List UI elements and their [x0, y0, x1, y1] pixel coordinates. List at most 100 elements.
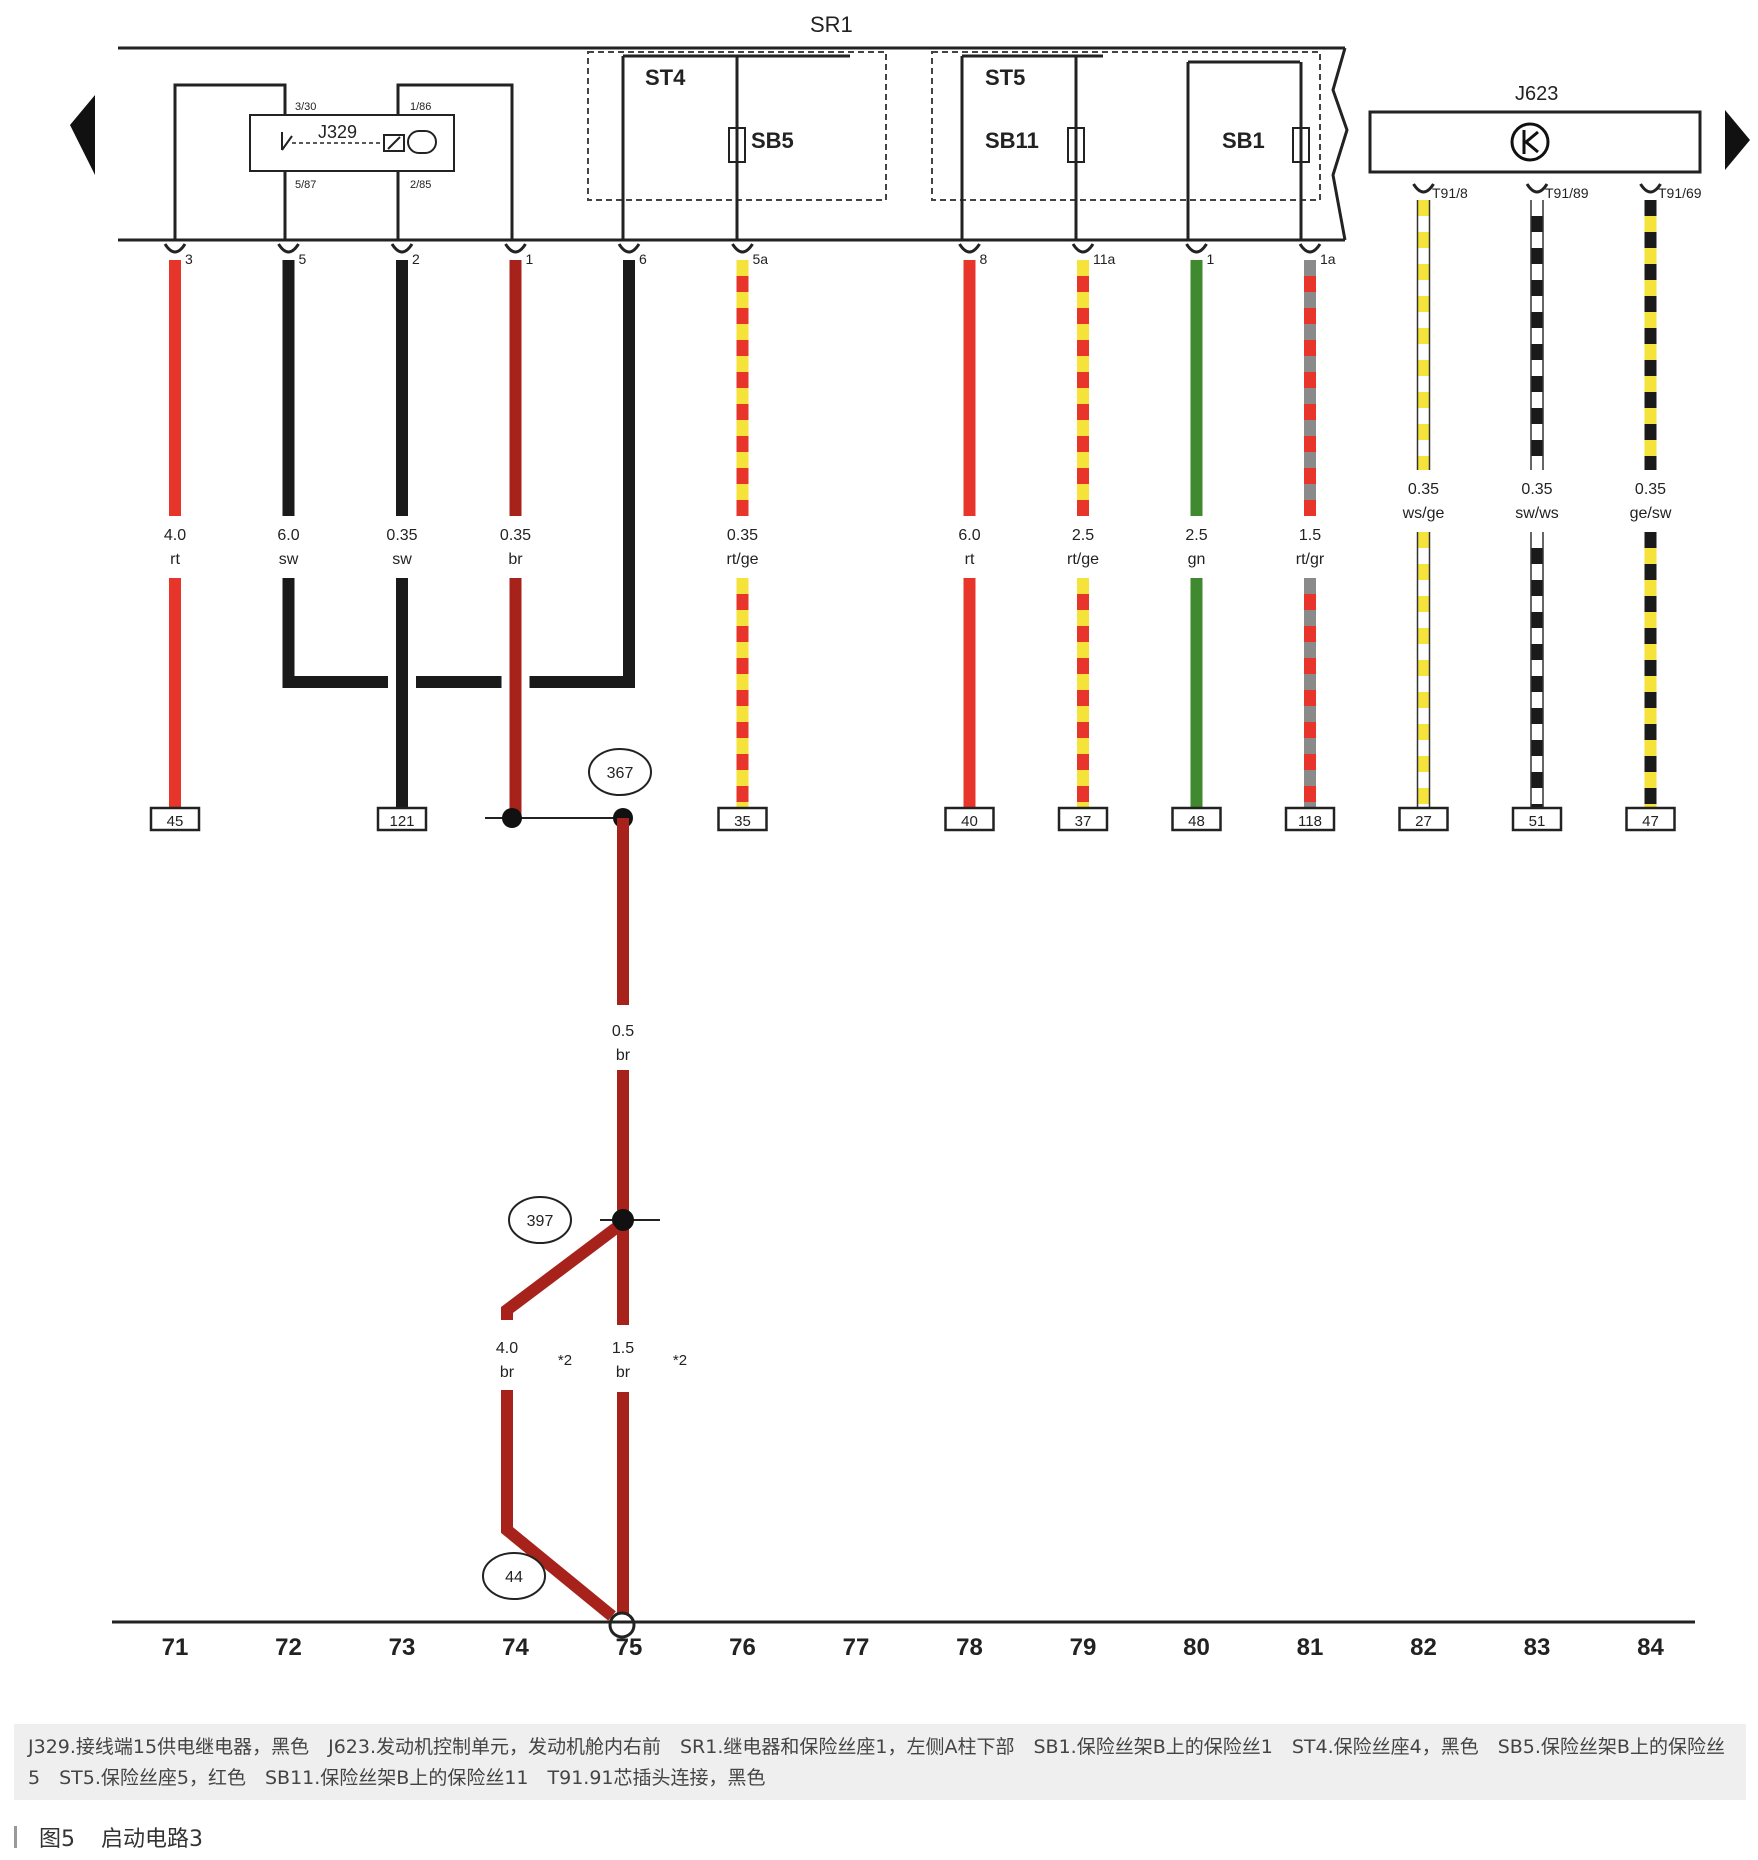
wire-gauge: 0.5 — [612, 1023, 634, 1040]
connector-box — [1057, 806, 1109, 832]
wire-color-code: rt/ge — [726, 551, 758, 568]
wire-color-code: sw — [279, 551, 299, 568]
pin-terminal — [277, 243, 300, 254]
arrow-right-icon — [1725, 110, 1750, 170]
pin-terminal — [1071, 243, 1095, 254]
sr1-label: SR1 — [810, 12, 853, 37]
relay-pin-85: 2/85 — [410, 179, 431, 191]
ecu-j623: J623 T91/8 T91/89 T91/69 — [1368, 83, 1702, 201]
pin-terminal — [731, 243, 754, 254]
connector-number: 51 — [1529, 813, 1546, 830]
pin-label: 1 — [1207, 251, 1215, 267]
column-number: 71 — [162, 1634, 189, 1661]
junction-44 — [482, 1552, 546, 1600]
st4-label: ST4 — [645, 65, 686, 90]
ecu-symbol-icon — [1510, 122, 1550, 162]
arrow-left-icon — [70, 95, 95, 175]
ecu-pin-83: T91/89 — [1545, 185, 1589, 201]
connector-box — [1284, 806, 1336, 832]
pin-label: 1 — [526, 251, 534, 267]
column-number: 77 — [843, 1634, 870, 1661]
column-number: 72 — [275, 1634, 302, 1661]
connector-number: 121 — [389, 813, 414, 830]
column-number: 79 — [1070, 1634, 1097, 1661]
column-number: 75 — [616, 1634, 643, 1661]
wire-color-code: br — [616, 1047, 631, 1064]
wire-color-code: sw — [392, 551, 412, 568]
column-number: 74 — [502, 1634, 529, 1661]
connector-box — [1625, 806, 1676, 832]
splice-point — [612, 1209, 634, 1231]
j329-label: J329 — [318, 122, 357, 142]
junction-397 — [508, 1196, 572, 1244]
wire-gauge: 0.35 — [1408, 481, 1439, 498]
column-number: 73 — [389, 1634, 416, 1661]
pin-terminal — [504, 243, 527, 254]
j623-label: J623 — [1515, 83, 1558, 105]
column-number: 84 — [1637, 1634, 1664, 1661]
connector-number: 27 — [1415, 813, 1432, 830]
connector-box — [717, 806, 768, 832]
figure-caption: J329.接线端15供电继电器，黑色 J623.发动机控制单元，发动机舱内右前 … — [14, 1724, 1746, 1800]
wire-note: *2 — [558, 1352, 572, 1369]
junction-367 — [588, 748, 652, 796]
pin-terminal — [1298, 243, 1322, 254]
pin-label: 5a — [753, 251, 769, 267]
connector-number: 48 — [1188, 813, 1205, 830]
wire-color-code: rt/gr — [1296, 551, 1325, 568]
wire-color-code: br — [508, 551, 523, 568]
wire-gauge: 0.35 — [500, 527, 531, 544]
wire-color-code: sw/ws — [1515, 505, 1559, 522]
pin-label: 6 — [639, 251, 647, 267]
junction-397-label: 397 — [527, 1213, 554, 1230]
sb1-label: SB1 — [1222, 128, 1265, 153]
pin-terminal — [617, 243, 641, 254]
wire-gauge: 6.0 — [958, 527, 980, 544]
wire-gauge: 0.35 — [727, 527, 758, 544]
column-number: 78 — [956, 1634, 983, 1661]
wire-gauge: 2.5 — [1185, 527, 1207, 544]
connector-box — [1511, 806, 1563, 832]
pin-label: 5 — [299, 251, 307, 267]
wire-color-code: rt — [170, 551, 180, 568]
figure-title: 图5 启动电路3 — [14, 1820, 203, 1854]
relay-pin-87: 5/87 — [295, 179, 316, 191]
pin-terminal — [163, 243, 187, 254]
relay-pin-86: 1/86 — [410, 101, 431, 113]
connector-number: 47 — [1642, 813, 1659, 830]
relay-j329 — [249, 114, 455, 172]
st5-label: ST5 — [985, 65, 1025, 90]
connector-box — [1398, 806, 1449, 832]
wire-gauge: 1.5 — [1299, 527, 1321, 544]
column-number: 82 — [1410, 1634, 1437, 1661]
pin-label: 1a — [1320, 251, 1336, 267]
pin-label: 2 — [412, 251, 420, 267]
junction-44-label: 44 — [505, 1569, 523, 1586]
wire-gauge: 6.0 — [277, 527, 299, 544]
wire-gauge: 1.5 — [612, 1340, 634, 1357]
figure-number: 图5 — [39, 1827, 75, 1852]
column-number: 80 — [1183, 1634, 1210, 1661]
figure-title-text: 启动电路3 — [101, 1827, 203, 1852]
relay-pin-30: 3/30 — [295, 101, 316, 113]
connector-box — [376, 806, 428, 832]
connector-number: 118 — [1298, 813, 1322, 830]
connector-number: 35 — [734, 813, 751, 830]
wire-gauge: 2.5 — [1072, 527, 1094, 544]
connector-number: 40 — [961, 813, 978, 830]
wire-gauge: 0.35 — [386, 527, 417, 544]
pin-label: 11a — [1093, 251, 1116, 267]
column-number: 76 — [729, 1634, 756, 1661]
wire-color-code: br — [616, 1364, 631, 1381]
pin-terminal — [1412, 183, 1435, 194]
wire-color-code: br — [500, 1364, 515, 1381]
splice-point — [502, 808, 522, 828]
pin-label: 8 — [980, 251, 988, 267]
wire-note: *2 — [673, 1352, 687, 1369]
wiring-diagram: SR1 ST4 ST5 SB5 SB11 SB1 J329 3/30 1/86 … — [70, 12, 1750, 1661]
junction-367-label: 367 — [607, 765, 634, 782]
wire-color-code: rt/ge — [1067, 551, 1099, 568]
connector-number: 37 — [1075, 813, 1092, 830]
pin-terminal — [1525, 183, 1549, 194]
